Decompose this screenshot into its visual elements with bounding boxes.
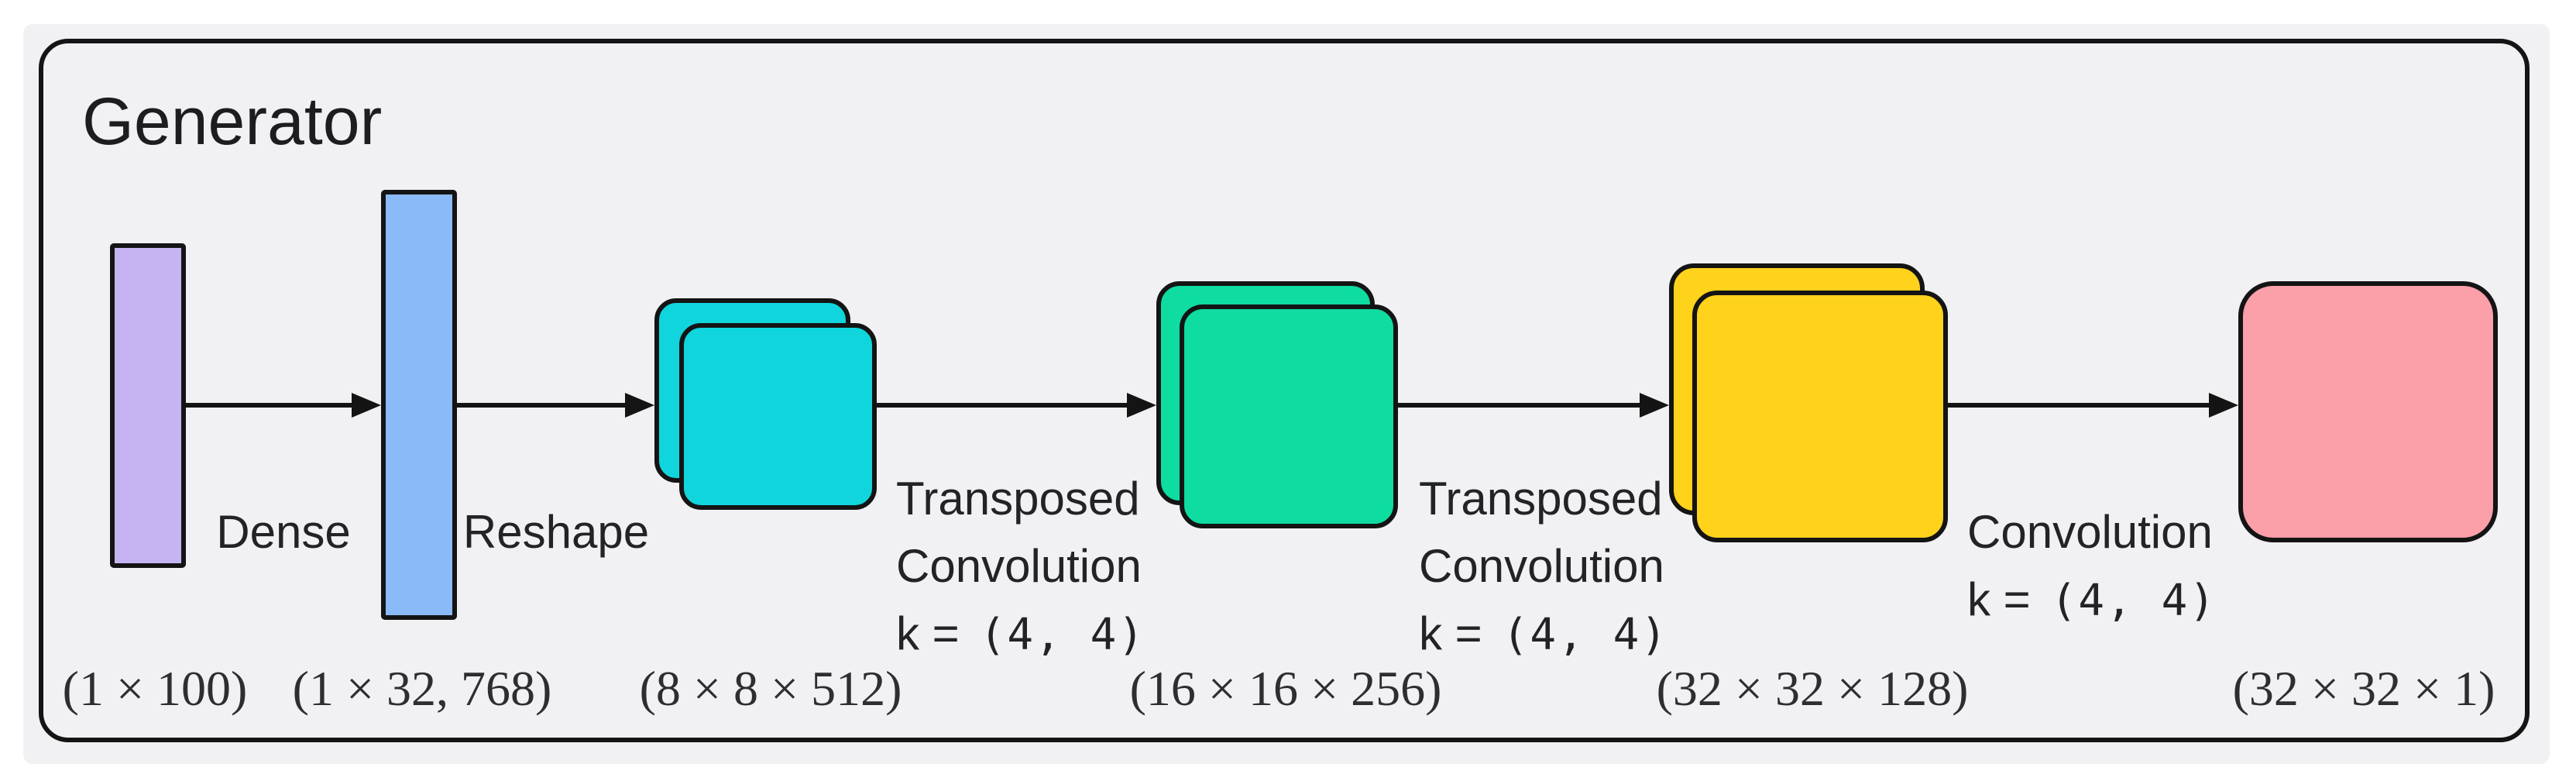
arrow-line xyxy=(1948,403,2215,408)
kernel-value: (4, 4) xyxy=(979,610,1146,660)
op-label-transposed-convolution-2: Transposed Convolution k = (4, 4) xyxy=(1419,465,1668,669)
arrowhead-icon xyxy=(352,393,381,418)
kernel-value: (4, 4) xyxy=(2050,576,2217,626)
layer-output-image-square xyxy=(2238,281,2498,542)
arrow-line xyxy=(457,403,631,408)
arrowhead-icon xyxy=(625,393,654,418)
dim-label-stack-2: (16 × 16 × 256) xyxy=(1129,661,1442,716)
arrowhead-icon xyxy=(1640,393,1669,418)
op-label-line: Dense xyxy=(216,506,351,558)
kernel-prefix: k = xyxy=(1419,607,1482,659)
layer-dense-output-bar xyxy=(381,190,457,620)
op-label-transposed-convolution-1: Transposed Convolution k = (4, 4) xyxy=(896,465,1145,669)
feature-map-front-square xyxy=(1692,291,1948,542)
op-label-line: Reshape xyxy=(462,506,650,558)
layer-input-noise-bar xyxy=(110,243,186,568)
arrowhead-icon xyxy=(2209,393,2238,418)
arrow-line xyxy=(877,403,1133,408)
feature-map-front-square xyxy=(679,323,877,510)
op-label-line: Convolution xyxy=(896,540,1142,592)
op-label-line: Transposed xyxy=(1419,473,1663,525)
generator-frame-border xyxy=(39,39,2530,742)
op-label-line: Convolution xyxy=(1419,540,1664,592)
op-label-reshape: Reshape xyxy=(463,498,649,566)
kernel-value: (4, 4) xyxy=(1502,610,1669,660)
diagram-title: Generator xyxy=(82,84,383,159)
arrow-line xyxy=(1398,403,1646,408)
dim-label-output: (32 × 32 × 1) xyxy=(2232,661,2495,716)
dim-label-stack-1: (8 × 8 × 512) xyxy=(639,661,902,716)
dim-label-stack-3: (32 × 32 × 128) xyxy=(1656,661,1969,716)
dim-label-dense-output: (1 × 32, 768) xyxy=(292,661,552,716)
dim-label-input: (1 × 100) xyxy=(62,661,248,716)
op-label-line: Transposed xyxy=(896,473,1140,525)
op-kernel-line: k = (4, 4) xyxy=(1967,566,2217,635)
op-kernel-line: k = (4, 4) xyxy=(896,600,1145,669)
arrow-line xyxy=(183,403,358,408)
op-label-dense: Dense xyxy=(216,498,350,566)
arrowhead-icon xyxy=(1127,393,1156,418)
op-label-line: Convolution xyxy=(1967,506,2213,558)
kernel-prefix: k = xyxy=(1967,573,2031,625)
op-label-convolution: Convolution k = (4, 4) xyxy=(1967,498,2217,635)
kernel-prefix: k = xyxy=(896,607,960,659)
op-kernel-line: k = (4, 4) xyxy=(1419,600,1668,669)
feature-map-front-square xyxy=(1180,304,1398,528)
